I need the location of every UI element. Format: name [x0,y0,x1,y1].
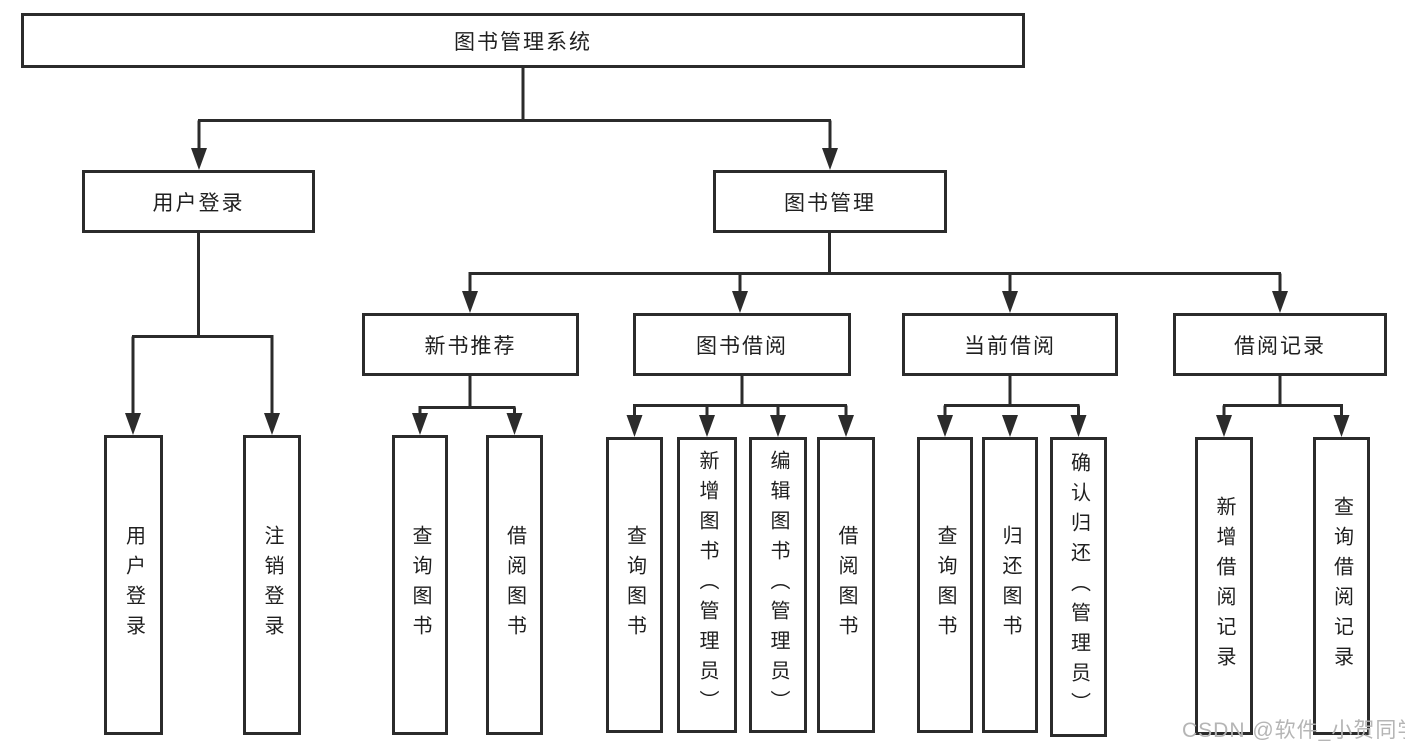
node-label: 借阅图书 [835,525,857,645]
leaf-add-borrow-record: 新增借阅记录 [1195,437,1253,735]
leaf-logout: 注销登录 [243,435,301,735]
node-label: 图书管理系统 [454,30,592,54]
leaf-confirm-return-admin: 确认归还（管理员） [1050,437,1107,737]
leaf-user-login: 用户登录 [104,435,163,735]
node-book-management: 图书管理 [713,170,947,233]
node-label: 新增图书（管理员） [696,450,718,720]
node-label: 新增借阅记录 [1213,496,1235,676]
node-book-borrow: 图书借阅 [633,313,851,376]
node-label: 当前借阅 [964,334,1056,358]
node-user-login: 用户登录 [82,170,315,233]
node-library-management-system: 图书管理系统 [21,13,1025,68]
leaf-return-books: 归还图书 [982,437,1038,733]
node-label: 查询借阅记录 [1330,496,1353,676]
leaf-query-books-current: 查询图书 [917,437,973,733]
node-label: 新书推荐 [424,334,517,358]
node-label: 用户登录 [152,191,245,215]
node-new-book-recommend: 新书推荐 [362,313,579,376]
leaf-borrow-books-recommend: 借阅图书 [486,435,543,735]
node-label: 注销登录 [261,525,283,645]
csdn-watermark: CSDN @软件_小贺同学 [1182,719,1405,742]
arrowheads [125,148,1350,437]
leaf-query-borrow-record: 查询借阅记录 [1313,437,1370,735]
node-current-borrow: 当前借阅 [902,313,1118,376]
node-label: 用户登录 [122,525,145,645]
leaf-add-book-admin: 新增图书（管理员） [677,437,737,733]
node-label: 图书管理 [784,191,876,215]
leaf-edit-book-admin: 编辑图书（管理员） [749,437,807,733]
node-label: 借阅记录 [1234,334,1326,358]
leaf-query-books-borrow: 查询图书 [606,437,663,733]
node-label: 借阅图书 [503,525,526,645]
node-borrow-records: 借阅记录 [1173,313,1387,376]
node-label: 查询图书 [623,525,646,645]
leaf-borrow-books: 借阅图书 [817,437,875,733]
connector-lines [131,68,1343,416]
node-label: 查询图书 [409,525,431,645]
leaf-query-books-recommend: 查询图书 [392,435,448,735]
node-label: 确认归还（管理员） [1067,452,1090,722]
node-label: 查询图书 [934,525,956,645]
node-label: 图书借阅 [696,334,788,358]
node-label: 编辑图书（管理员） [767,450,789,720]
node-label: 归还图书 [999,525,1021,645]
